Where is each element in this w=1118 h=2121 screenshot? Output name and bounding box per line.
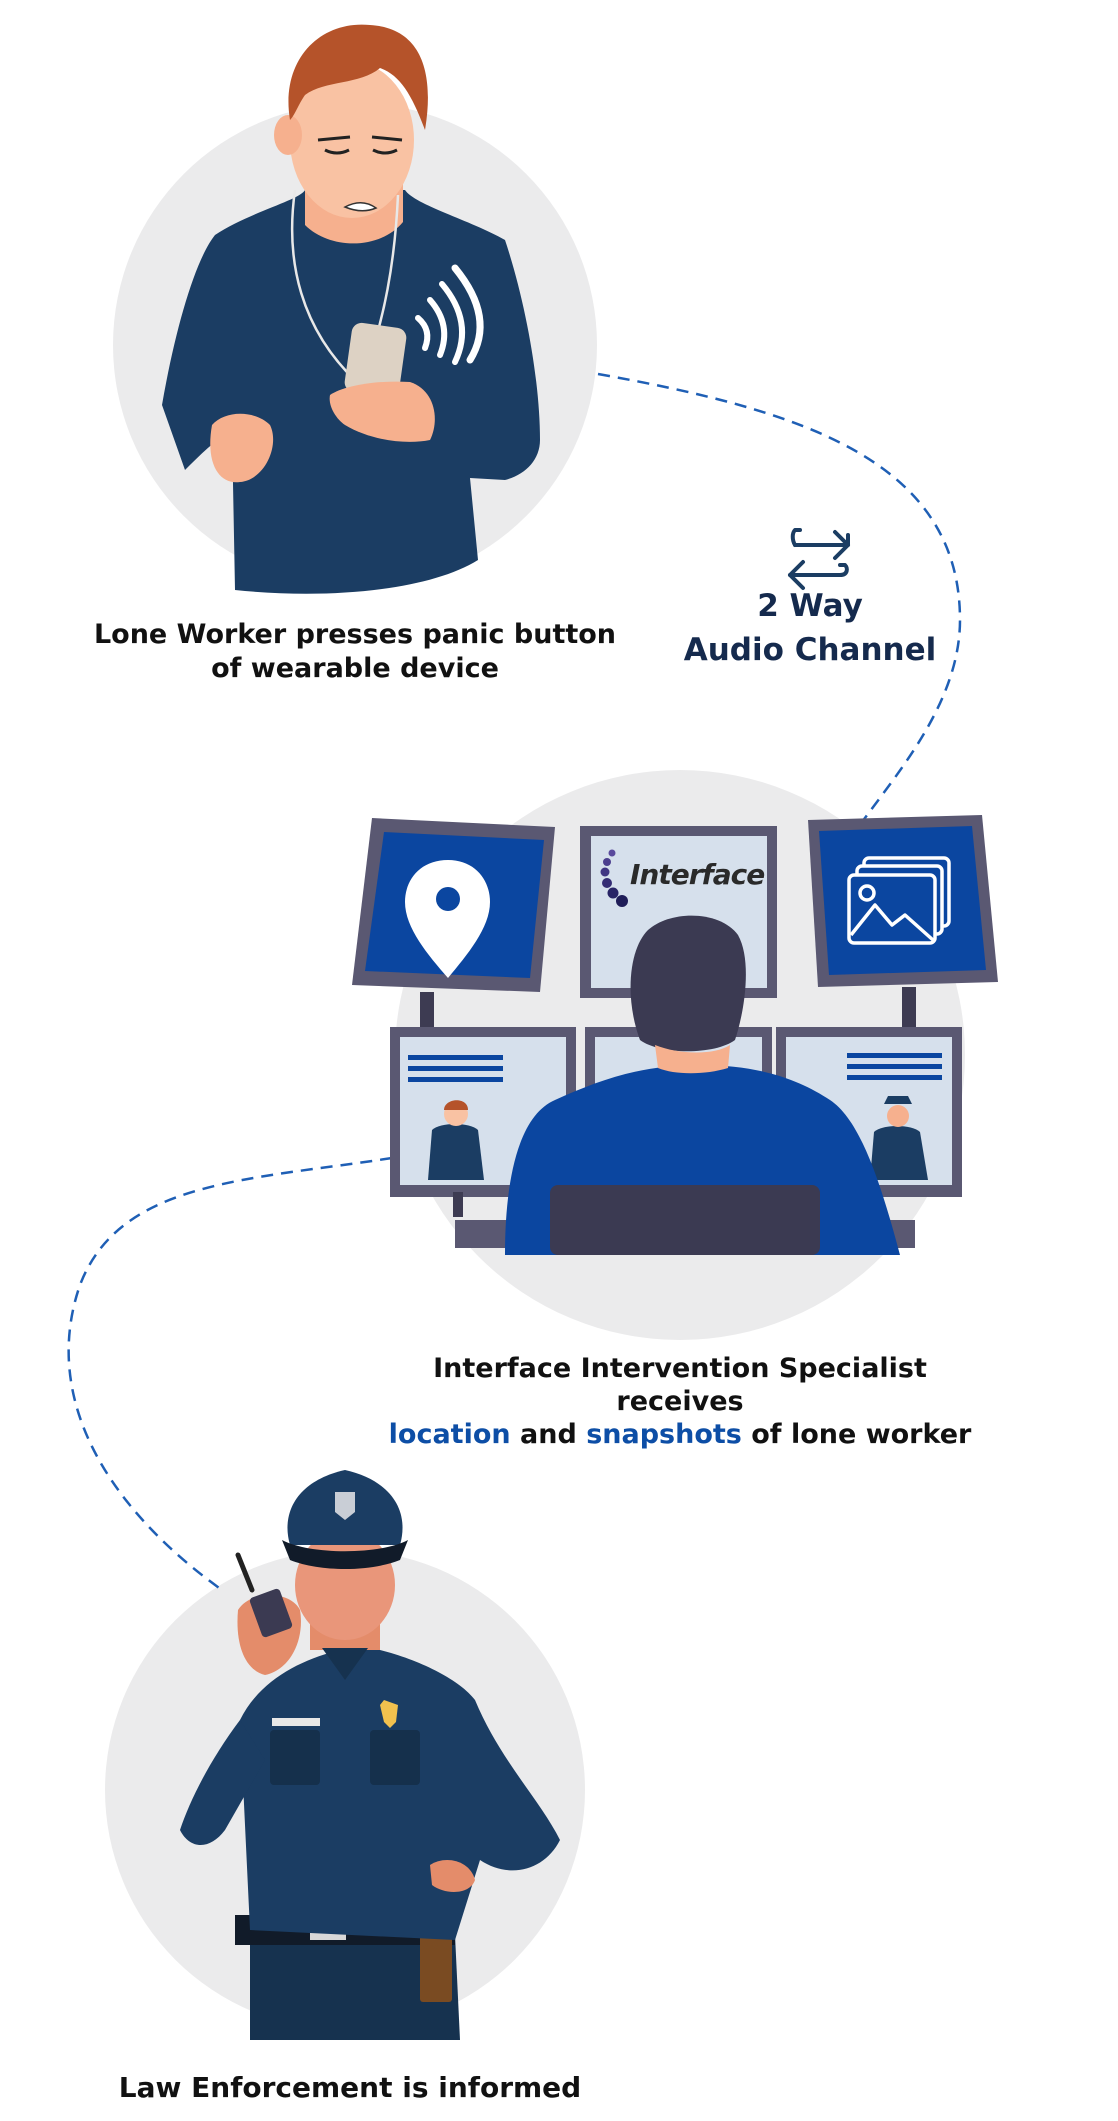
caption-line: Law Enforcement is informed (118, 2071, 582, 2104)
signal-wave-3 (439, 281, 466, 365)
caption-connector-text: and (510, 1419, 587, 1450)
step-caption-lone-worker: Lone Worker presses panic button of wear… (60, 618, 650, 686)
police-officer-figure (180, 1470, 560, 2040)
caption-line: location and snapshots of lone worker (370, 1418, 990, 1451)
audio-label-line2: Audio Channel (683, 632, 937, 668)
dashed-connector-top (597, 372, 962, 823)
audio-label-line1: 2 Way (757, 588, 863, 624)
location-pin-icon (405, 860, 490, 978)
audio-channel-label: 2 Way Audio Channel (660, 584, 960, 672)
signal-wave-1 (415, 315, 431, 351)
caption-tail-text: of lone worker (741, 1419, 972, 1450)
caption-line: of wearable device (211, 653, 499, 684)
dashed-connector-bottom (67, 1156, 393, 1592)
interface-logo-text: Interface (630, 858, 764, 891)
radio-device (249, 1588, 293, 1638)
control-room-illustration: Interface (352, 815, 998, 1255)
swap-arrows-icon (788, 528, 850, 590)
lone-worker-figure (162, 24, 540, 594)
snapshots-icon (847, 856, 951, 945)
snapshots-highlight: snapshots (586, 1419, 742, 1450)
step-caption-specialist: Interface Intervention Specialist receiv… (370, 1352, 990, 1451)
wearable-device (344, 322, 407, 398)
caption-line: Lone Worker presses panic button (93, 619, 617, 650)
location-highlight: location (388, 1419, 511, 1450)
step-caption-law-enforcement: Law Enforcement is informed (90, 2071, 610, 2105)
badge-icon (380, 1700, 398, 1728)
interface-logo-icon (600, 849, 628, 907)
caption-line: Interface Intervention Specialist receiv… (433, 1353, 927, 1417)
signal-wave-4 (451, 264, 484, 364)
signal-wave-2 (427, 297, 448, 358)
